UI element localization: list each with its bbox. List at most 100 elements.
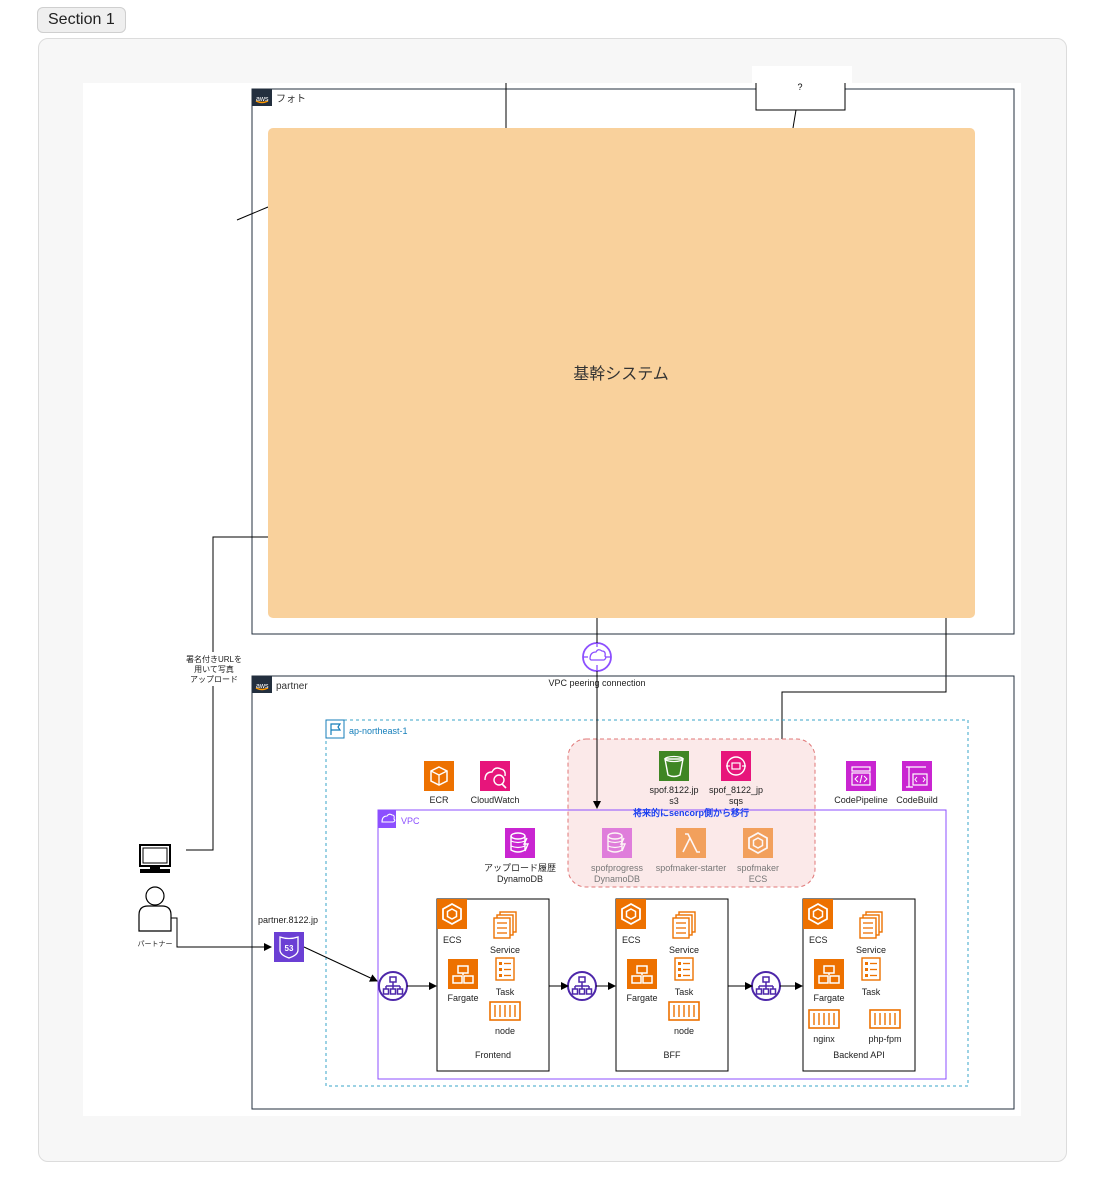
service-label: Service — [669, 945, 699, 955]
frontend-alb-icon — [378, 971, 408, 1001]
spofmaker-ecs-label-2: ECS — [749, 874, 768, 884]
vpc-icon — [381, 813, 396, 823]
route53-icon: 53 — [274, 932, 304, 962]
partner-user-label: パートナー — [138, 940, 173, 948]
vpc-label: VPC — [401, 816, 420, 826]
ecs-label: ECS — [443, 935, 462, 945]
tier-name: Backend API — [833, 1050, 885, 1060]
route53-to-alb-connector — [303, 946, 378, 982]
cloudwatch-icon — [480, 761, 510, 791]
aws-badge-label: aws — [256, 96, 269, 103]
ecs-icon — [436, 898, 468, 930]
ecs-label: ECS — [622, 935, 641, 945]
spofmaker-starter-label: spofmaker-starter — [656, 863, 727, 873]
user-to-route53-connector — [171, 917, 272, 951]
client-pc-icon — [139, 844, 171, 873]
fargate-label: Fargate — [447, 993, 478, 1003]
container-icon — [808, 1009, 840, 1029]
container-label: node — [674, 1026, 694, 1036]
container-icon — [869, 1009, 901, 1029]
ecs-icon — [802, 898, 834, 930]
spofmaker-ecs-label-1: spofmaker — [737, 863, 779, 873]
backend-alb-icon — [751, 971, 781, 1001]
aws-badge-label-2: aws — [256, 683, 269, 690]
service-label: Service — [856, 945, 886, 955]
tier-backend-api: ECS Service Fargate Task nginx php-fpm B… — [802, 898, 916, 1072]
question-box: ? — [752, 66, 852, 111]
sqs-icon — [721, 751, 751, 781]
tier-frontend: ECS Service Fargate Task node Frontend — [436, 898, 550, 1072]
svg-text:53: 53 — [285, 944, 294, 953]
partner-account-label: partner — [276, 681, 308, 692]
spof-s3-label-2: s3 — [669, 796, 679, 806]
container-icon — [668, 1001, 700, 1021]
core-system-block: 基幹システム — [268, 128, 975, 618]
partner-account-group: aws partner — [251, 675, 1015, 1110]
vpc-group: VPC — [377, 809, 947, 1080]
task-label: Task — [862, 987, 881, 997]
service-icon — [672, 911, 696, 939]
tier-bff: ECS Service Fargate Task node BFF — [615, 898, 729, 1072]
spofprogress-label-2: DynamoDB — [594, 874, 640, 884]
flag-icon — [330, 723, 342, 735]
service-icon — [493, 911, 517, 939]
spof-s3-label-1: spof.8122.jp — [649, 785, 698, 795]
spofmaker-ecs-icon — [742, 827, 774, 859]
codepipeline-icon — [846, 761, 876, 791]
ecs-label: ECS — [809, 935, 828, 945]
fargate-label: Fargate — [626, 993, 657, 1003]
photo-account-group: aws フォト — [251, 88, 1015, 635]
upload-connector — [186, 536, 268, 851]
codepipeline-label: CodePipeline — [834, 795, 888, 805]
section-label: Section 1 — [37, 7, 126, 33]
photo-account-label: フォト — [276, 94, 306, 105]
container-label: nginx — [813, 1034, 835, 1044]
service-label: Service — [490, 945, 520, 955]
s3-bucket-icon — [659, 751, 689, 781]
task-label: Task — [675, 987, 694, 997]
tier-name: BFF — [664, 1050, 682, 1060]
question-box-label: ? — [797, 82, 802, 92]
migration-note: 将来的にsencorp側から移行 — [633, 807, 749, 818]
fargate-icon — [626, 958, 658, 990]
upload-label-2: 用いて写真 — [194, 664, 234, 674]
ecr-icon — [424, 761, 454, 791]
upload-history-label-2: DynamoDB — [497, 874, 543, 884]
upload-history-label-1: アップロード履歴 — [484, 863, 556, 873]
core-system-label: 基幹システム — [573, 364, 669, 383]
partner-domain-label: partner.8122.jp — [258, 915, 318, 925]
spof-sqs-label-1: spof_8122_jp — [709, 785, 763, 795]
ecr-label: ECR — [429, 795, 449, 805]
tier-name: Frontend — [475, 1050, 511, 1060]
connector-left — [236, 206, 269, 221]
container-label: php-fpm — [868, 1034, 901, 1044]
spofprogress-dynamodb-icon — [601, 827, 633, 859]
lambda-icon — [676, 828, 706, 858]
fargate-label: Fargate — [813, 993, 844, 1003]
task-label: Task — [496, 987, 515, 997]
spof-sqs-label-2: sqs — [729, 796, 744, 806]
spofprogress-label-1: spofprogress — [591, 863, 644, 873]
service-icon — [859, 911, 883, 939]
vpc-peering-icon — [582, 642, 612, 672]
region-group: ap-northeast-1 — [325, 719, 969, 1087]
container-icon — [489, 1001, 521, 1021]
upload-history-dynamodb-icon — [504, 827, 536, 859]
bff-alb-icon — [567, 971, 597, 1001]
region-label: ap-northeast-1 — [349, 726, 408, 736]
task-icon — [861, 957, 881, 981]
container-label: node — [495, 1026, 515, 1036]
fargate-icon — [447, 958, 479, 990]
upload-label-3: アップロード — [190, 675, 238, 684]
connector-question — [792, 109, 797, 129]
codebuild-label: CodeBuild — [896, 795, 938, 805]
cloudwatch-label: CloudWatch — [471, 795, 520, 805]
ecs-icon — [615, 898, 647, 930]
partner-user-icon — [138, 886, 172, 932]
upload-label-1: 署名付きURLを — [186, 654, 242, 664]
task-icon — [495, 957, 515, 981]
task-icon — [674, 957, 694, 981]
codebuild-icon — [902, 761, 932, 791]
fargate-icon — [813, 958, 845, 990]
